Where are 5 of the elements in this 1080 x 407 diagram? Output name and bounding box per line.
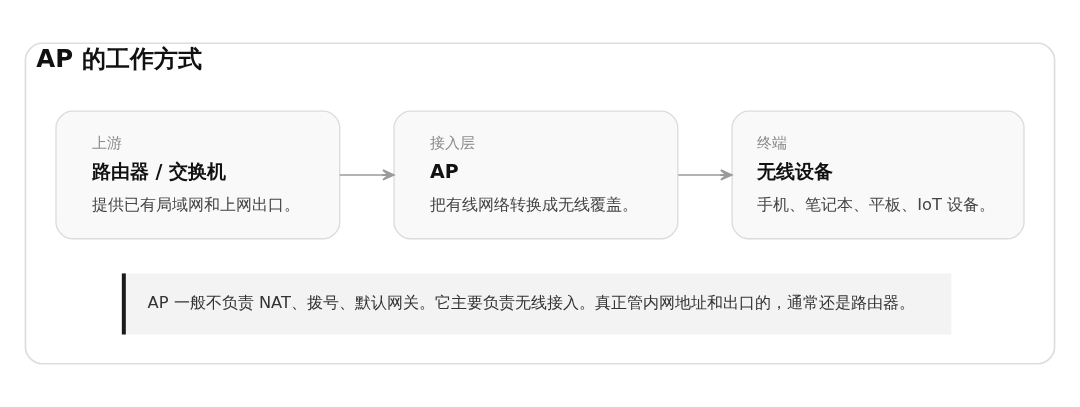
node-box: 终端 无线设备 手机、笔记本、平板、IoT 设备。 [731, 110, 1025, 240]
node-box: 上游 路由器 / 交换机 提供已有局域网和上网出口。 [55, 110, 341, 240]
arrow [677, 169, 733, 181]
arrow [339, 169, 395, 181]
node-box: 接入层 AP 把有线网络转换成无线覆盖。 [393, 110, 679, 240]
